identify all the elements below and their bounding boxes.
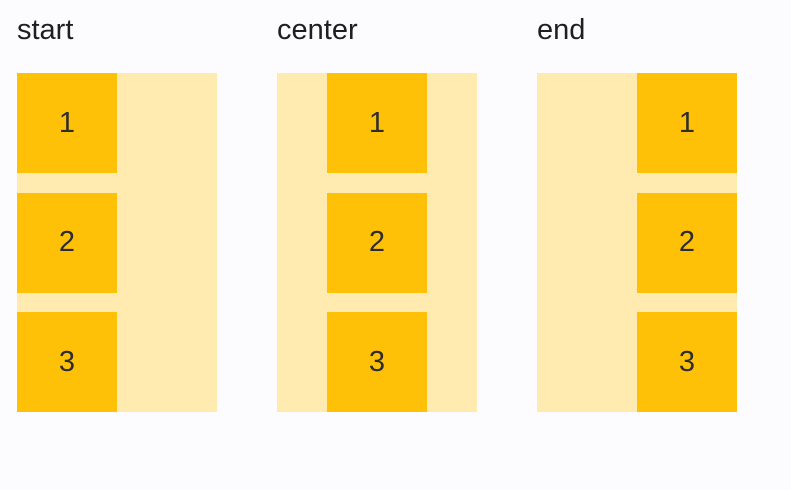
alignment-container-end: 1 2 3 [537, 73, 737, 412]
grid-item-1: 1 [327, 73, 427, 173]
grid-item-3: 3 [637, 312, 737, 412]
group-center-label: center [277, 14, 358, 46]
group-start: start 1 2 3 [17, 12, 217, 412]
grid-item-2: 2 [17, 192, 117, 293]
group-start-label: start [17, 14, 74, 46]
grid-item-3: 3 [327, 312, 427, 412]
group-end-label: end [537, 14, 586, 46]
group-end: end 1 2 3 [537, 12, 737, 412]
grid-item-1: 1 [637, 73, 737, 173]
alignment-container-center: 1 2 3 [277, 73, 477, 412]
grid-item-2: 2 [637, 192, 737, 293]
grid-item-3: 3 [17, 312, 117, 412]
grid-item-1: 1 [17, 73, 117, 173]
grid-item-2: 2 [327, 192, 427, 293]
alignment-container-start: 1 2 3 [17, 73, 217, 412]
group-center: center 1 2 3 [277, 12, 477, 412]
alignment-demo: start 1 2 3 center 1 2 3 end 1 2 3 [17, 12, 737, 412]
